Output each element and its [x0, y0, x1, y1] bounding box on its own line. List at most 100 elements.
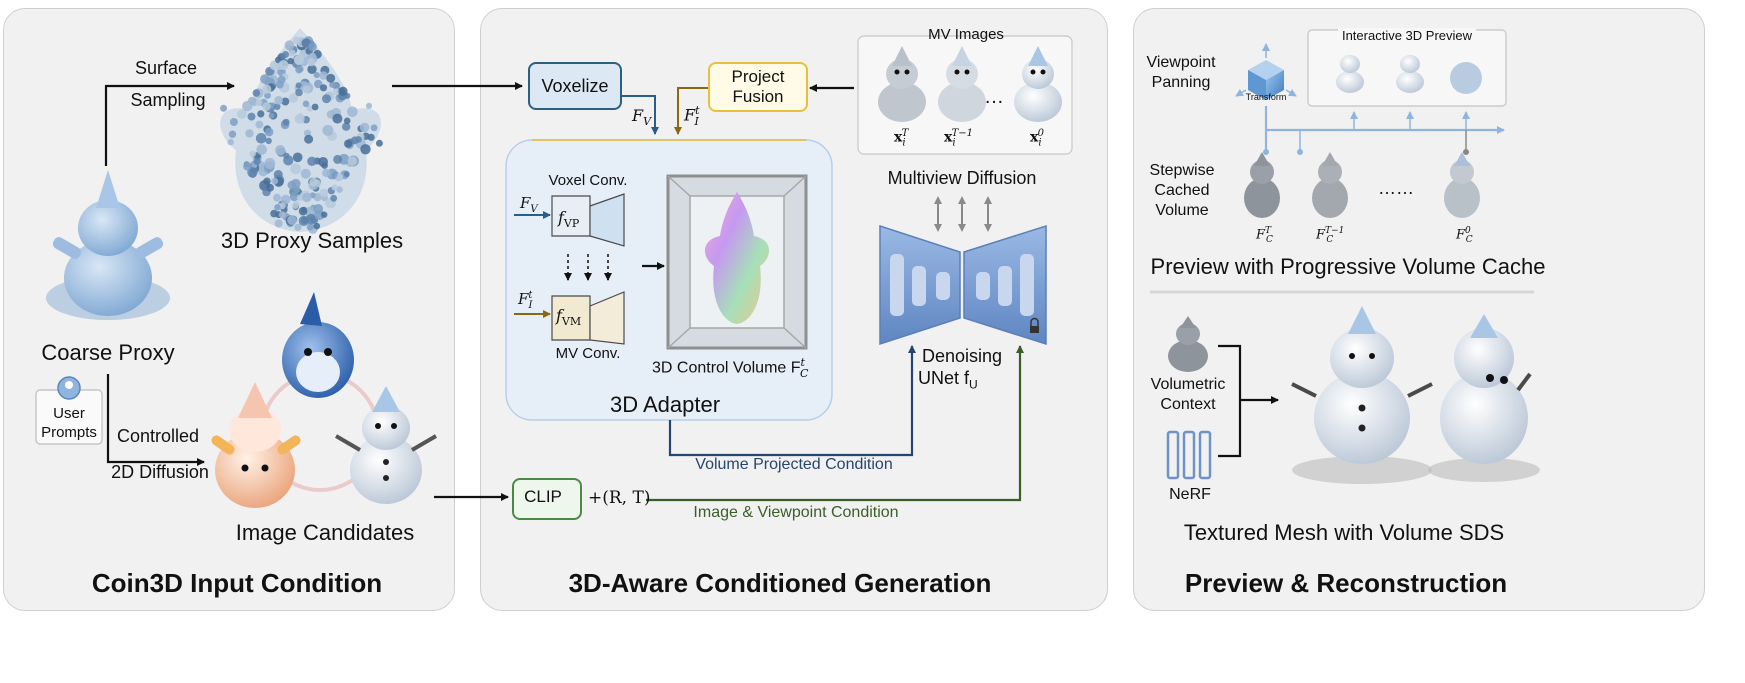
proxy-sample-point — [319, 84, 328, 92]
proxy-sample-point — [287, 180, 297, 190]
proxy-sample-point — [296, 194, 304, 201]
denoising-label-line2: UNet fU — [918, 368, 978, 392]
proxy-sample-point — [273, 170, 283, 179]
stepwise-label-line1: Stepwise — [1149, 162, 1215, 179]
proxy-sample-point — [266, 183, 274, 192]
proxy-sample-point — [220, 104, 228, 112]
transform-icon — [1235, 43, 1297, 100]
proxy-sample-point — [319, 188, 329, 198]
surface-sampling-label-line2: Sampling — [130, 90, 206, 110]
proxy-sample-point — [326, 73, 336, 83]
proxy-sample-point — [367, 133, 375, 141]
proxy-sample-point — [261, 84, 272, 94]
proxy-sample-point — [298, 215, 309, 226]
proxy-sample-point — [284, 40, 295, 51]
interactive-preview-label: Interactive 3D Preview — [1337, 28, 1477, 43]
proxy-sample-point — [314, 79, 323, 89]
proxy-sample-point — [282, 51, 289, 58]
textured-mesh-illustrations — [1291, 306, 1540, 484]
mesh-caption: Textured Mesh with Volume SDS — [1183, 520, 1505, 545]
volumetric-label-line1: Volumetric — [1150, 376, 1226, 393]
proxy-sample-point — [279, 211, 286, 219]
stepwise-label-line2: Cached — [1154, 182, 1210, 199]
proxy-sample-point — [375, 139, 383, 147]
proxy-sample-point — [322, 94, 331, 104]
proxy-sample-point — [307, 64, 317, 75]
proxy-sample-point — [309, 177, 319, 187]
adapter-fv-input: FV — [520, 194, 538, 215]
proxy-sample-point — [332, 82, 340, 90]
proxy-sample-point — [277, 75, 286, 84]
cache-label-1: FTC — [1256, 226, 1273, 245]
coarse-proxy-illustration — [46, 170, 170, 320]
mv-ellipsis: … — [984, 86, 1004, 108]
proxy-sample-point — [343, 171, 350, 178]
proxy-sample-point — [313, 72, 320, 79]
input-condition-title: Coin3D Input Condition — [91, 568, 383, 598]
preview-snowmen — [1336, 55, 1482, 94]
proxy-sample-point — [282, 118, 290, 126]
proxy-sample-point — [322, 124, 334, 136]
proxy-sample-point — [281, 97, 290, 106]
proxy-sample-point — [268, 112, 275, 119]
proxy-sample-point — [344, 139, 353, 148]
proxy-sample-point — [274, 204, 281, 211]
proxy-sample-point — [319, 71, 328, 80]
proxy-sample-point — [304, 134, 314, 144]
coarse-proxy-label: Coarse Proxy — [41, 340, 175, 365]
proxy-sample-point — [273, 103, 281, 110]
clip-box: CLIP — [512, 478, 582, 520]
proxy-sample-point — [229, 118, 238, 126]
mv-images-snowmen — [878, 46, 1062, 122]
viewpoint-label-line2: Panning — [1151, 74, 1211, 91]
proxy-sample-point — [247, 112, 256, 121]
proxy-sample-point — [313, 222, 321, 230]
image-candidates-label: Image Candidates — [235, 520, 415, 545]
proxy-sample-point — [302, 100, 310, 108]
cache-label-3: F0C — [1456, 226, 1473, 245]
proxy-sample-point — [228, 130, 237, 138]
proxy-sample-point — [338, 86, 348, 96]
proxy-sample-point — [292, 152, 303, 163]
proxy-sample-point — [296, 113, 304, 121]
project-fusion-box: Project Fusion — [708, 62, 808, 112]
proxy-sample-point — [254, 98, 263, 107]
transform-label: Transform — [1245, 92, 1287, 102]
proxy-sample-point — [311, 103, 319, 111]
nerf-label: NeRF — [1169, 486, 1211, 503]
proxy-sample-point — [308, 42, 317, 51]
proxy-sample-point — [289, 191, 299, 202]
proxy-sample-point — [255, 120, 264, 129]
fi-symbol: FtI — [684, 104, 700, 128]
controlled-diffusion-label-line1: Controlled — [116, 426, 200, 446]
proxy-sample-point — [262, 102, 271, 111]
proxy-sample-point — [332, 88, 340, 96]
surface-sampling-label-line1: Surface — [134, 58, 198, 78]
unet-illustration — [879, 224, 1047, 346]
volume-projected-label: Volume Projected Condition — [695, 456, 893, 473]
proxy-sample-point — [302, 85, 311, 94]
proxy-sample-point — [243, 162, 252, 171]
denoising-label-line1: Denoising — [921, 346, 1003, 366]
fv-symbol: FV — [632, 106, 652, 129]
proxy-sample-point — [237, 109, 247, 119]
proxy-sample-point — [257, 110, 265, 118]
proxy-sample-point — [331, 184, 338, 191]
proxy-sample-point — [265, 137, 272, 145]
proxy-sample-point — [302, 192, 312, 203]
nerf-icon — [1166, 430, 1212, 480]
proxy-sample-point — [275, 145, 286, 156]
proxy-sample-point — [294, 223, 302, 231]
proxy-sample-point — [260, 74, 270, 84]
fvp-symbol: fVP — [558, 208, 580, 231]
proxy-sample-point — [297, 66, 304, 73]
proxy-sample-point — [332, 113, 343, 124]
cache-dots: …… — [1378, 178, 1414, 198]
preview-caption: Preview with Progressive Volume Cache — [1150, 254, 1546, 279]
mv-conv-label: MV Conv. — [555, 345, 621, 362]
control-volume-cube — [666, 174, 808, 350]
proxy-sample-point — [264, 158, 276, 169]
mv-images-label: MV Images — [928, 26, 1004, 43]
proxy-sample-points — [220, 36, 383, 234]
adapter-fi-input: FtI — [518, 290, 533, 311]
